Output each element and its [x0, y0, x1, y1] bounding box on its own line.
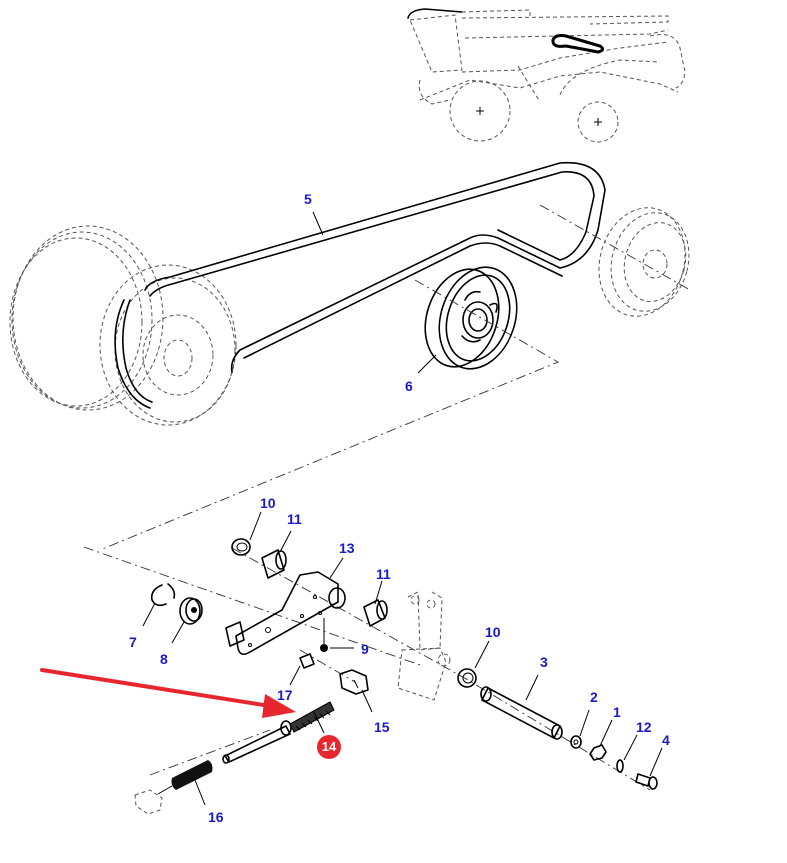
idler-pulley [598, 207, 690, 317]
callout-9[interactable]: 9 [361, 641, 369, 657]
combine-harvester-overview [407, 8, 686, 143]
pivot-shaft-assembly [457, 668, 658, 790]
spring [134, 760, 213, 815]
callout-17[interactable]: 17 [277, 687, 293, 703]
callout-16[interactable]: 16 [208, 809, 224, 825]
tension-rod [222, 701, 335, 764]
callout-11-upper[interactable]: 11 [287, 511, 302, 527]
callout-11-lower[interactable]: 11 [376, 566, 391, 582]
mounting-bracket [397, 591, 451, 701]
callout-6[interactable]: 6 [405, 378, 413, 394]
callout-13[interactable]: 13 [339, 540, 355, 556]
callout-3[interactable]: 3 [540, 654, 548, 670]
callout-2[interactable]: 2 [590, 689, 598, 705]
callout-5[interactable]: 5 [304, 191, 312, 207]
callout-1[interactable]: 1 [613, 704, 621, 720]
main-drive-pulley [9, 225, 237, 426]
callout-10-lower[interactable]: 10 [485, 624, 501, 640]
tension-arm-assembly [150, 538, 388, 695]
tensioner-pulley [424, 266, 518, 370]
callout-7[interactable]: 7 [129, 634, 137, 650]
highlighted-callout-14[interactable]: 14 [317, 735, 341, 759]
callout-12[interactable]: 12 [636, 719, 652, 735]
callout-10-upper[interactable]: 10 [260, 495, 276, 511]
axis-lines [83, 204, 691, 791]
callout-8[interactable]: 8 [160, 651, 168, 667]
leader-lines [142, 211, 663, 806]
callout-4[interactable]: 4 [662, 732, 670, 748]
callout-15[interactable]: 15 [374, 719, 390, 735]
drive-belt [114, 161, 606, 409]
highlight-arrow [40, 668, 296, 718]
